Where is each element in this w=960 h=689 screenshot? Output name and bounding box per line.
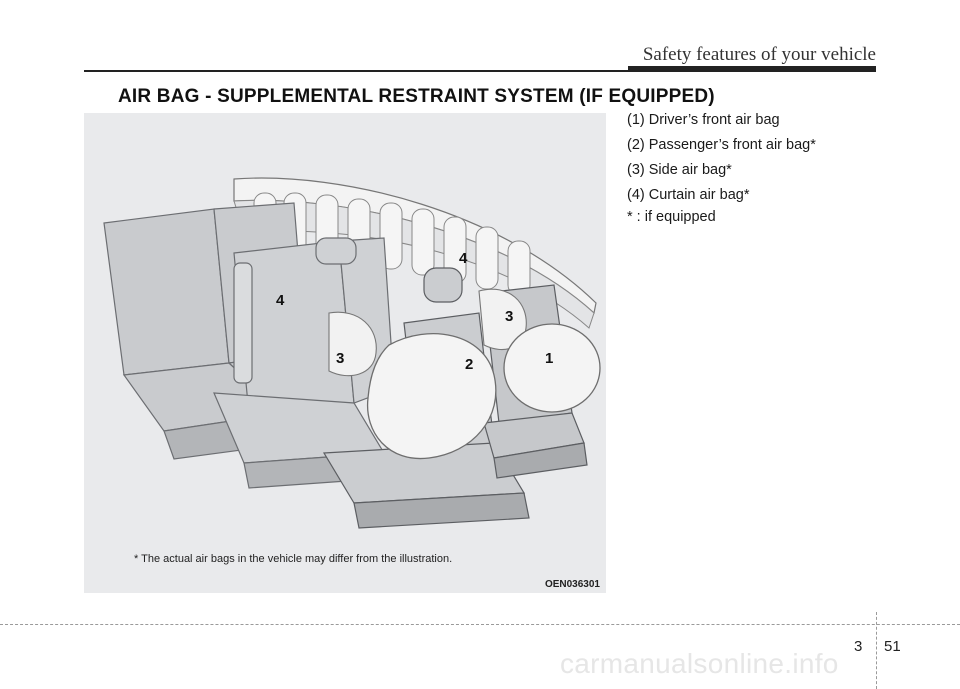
callout-curtain-left: 4 — [276, 292, 285, 309]
callout-curtain-right: 4 — [459, 250, 468, 267]
airbag-illustration: 4 4 3 3 2 1 * The actual air bags in the… — [84, 113, 606, 593]
callout-passenger-bag: 2 — [465, 356, 473, 373]
airbag-legend: (1) Driver’s front air bag (2) Passenger… — [627, 111, 816, 211]
callout-driver-bag: 1 — [545, 350, 553, 367]
header-rule-bar — [628, 66, 876, 71]
legend-item: (1) Driver’s front air bag — [627, 112, 780, 128]
middle-seats — [213, 237, 395, 489]
footer-rule — [0, 624, 960, 625]
watermark: carmanualsonline.info — [560, 648, 839, 679]
legend-footnote: * : if equipped — [627, 209, 716, 225]
page-number: 51 — [884, 638, 901, 655]
side-air-bags — [328, 288, 527, 377]
legend-item: (2) Passenger’s front air bag* — [627, 137, 816, 153]
header-rule — [84, 70, 876, 72]
legend-item: (3) Side air bag* — [627, 162, 732, 178]
running-head: Safety features of your vehicle — [642, 44, 876, 65]
figure-code: OEN036301 — [544, 579, 600, 590]
legend-item: (4) Curtain air bag* — [627, 187, 750, 203]
chapter-number: 3 — [854, 638, 863, 655]
footer-divider — [876, 612, 877, 689]
airbag-drawing: 4 4 3 3 2 1 — [103, 177, 601, 529]
callout-side-front: 3 — [505, 308, 513, 325]
section-title: AIR BAG - SUPPLEMENTAL RESTRAINT SYSTEM … — [118, 86, 715, 107]
driver-front-air-bag — [503, 323, 601, 413]
callout-side-rear: 3 — [336, 350, 344, 367]
figure-note: * The actual air bags in the vehicle may… — [134, 553, 453, 565]
passenger-front-air-bag — [366, 333, 497, 460]
